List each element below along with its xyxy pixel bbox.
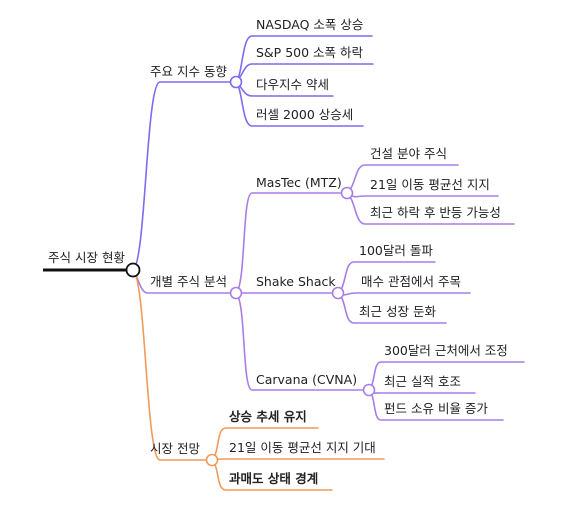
shakeshack-item-1[interactable]: 100달러 돌파 <box>359 243 433 258</box>
carvana-item-1[interactable]: 300달러 근처에서 조정 <box>384 343 508 358</box>
carvana-item-3[interactable]: 펀드 소유 비율 증가 <box>384 401 488 416</box>
branch-stocks[interactable]: 개별 주식 분석 <box>150 274 227 289</box>
indices-collapse-node[interactable] <box>229 75 243 89</box>
root-topic[interactable]: 주식 시장 현황 <box>48 250 125 265</box>
shakeshack-item-3[interactable]: 최근 성장 둔화 <box>359 304 436 319</box>
connector-carvana-2 <box>368 389 476 394</box>
carvana-item-2[interactable]: 최근 실적 호조 <box>384 374 461 389</box>
shakeshack-collapse-node[interactable] <box>331 286 345 300</box>
outlook-collapse-node[interactable] <box>205 453 219 467</box>
carvana-collapse-node[interactable] <box>362 383 376 397</box>
indices-item-nasdaq[interactable]: NASDAQ 소폭 상승 <box>256 17 364 32</box>
root-collapse-node[interactable] <box>125 262 141 278</box>
connector-outlook-2 <box>211 458 385 461</box>
connector-mastec-2 <box>346 192 499 198</box>
mastec-collapse-node[interactable] <box>340 186 354 200</box>
indices-item-dow[interactable]: 다우지수 약세 <box>256 77 329 92</box>
indices-item-russell[interactable]: 러셀 2000 상승세 <box>256 107 354 122</box>
outlook-item-2[interactable]: 21일 이동 평균선 지지 기대 <box>229 440 376 455</box>
stock-mastec[interactable]: MasTec (MTZ) <box>256 175 342 190</box>
stocks-collapse-node[interactable] <box>229 286 243 300</box>
branch-outlook[interactable]: 시장 전망 <box>150 441 200 456</box>
connector-shakeshack-2 <box>337 292 471 296</box>
stock-carvana[interactable]: Carvana (CVNA) <box>256 372 358 387</box>
indices-item-sp500[interactable]: S&P 500 소폭 하락 <box>256 45 363 60</box>
stock-shakeshack[interactable]: Shake Shack <box>256 274 336 289</box>
branch-indices[interactable]: 주요 지수 동향 <box>150 64 227 79</box>
outlook-item-3[interactable]: 과매도 상태 경계 <box>229 471 319 486</box>
connector-root-outlook <box>132 269 213 461</box>
mastec-item-3[interactable]: 최근 하락 후 반등 가능성 <box>370 205 501 220</box>
connector-stocks-mastec <box>235 192 348 294</box>
mastec-item-2[interactable]: 21일 이동 평균선 지지 <box>370 177 490 192</box>
connector-stocks-carvana <box>235 292 370 391</box>
shakeshack-item-2[interactable]: 매수 관점에서 주목 <box>361 274 461 289</box>
connector-root-indices <box>132 81 237 271</box>
mastec-item-1[interactable]: 건설 분야 주식 <box>370 146 447 161</box>
outlook-item-1[interactable]: 상승 추세 유지 <box>229 409 307 424</box>
